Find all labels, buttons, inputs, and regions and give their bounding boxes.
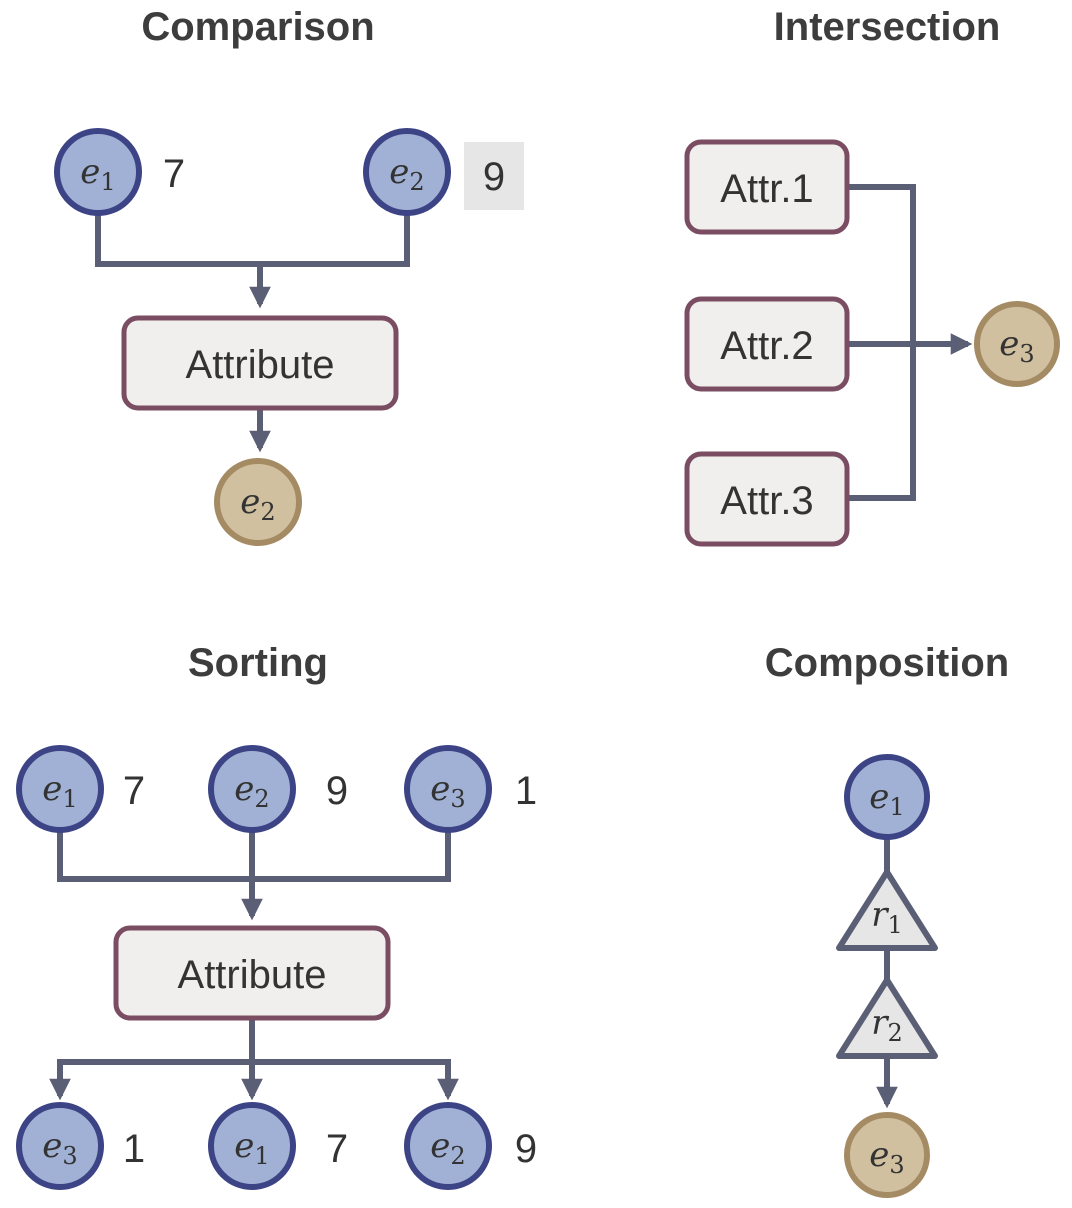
- entity-node: e3: [16, 1102, 104, 1190]
- node-subscript: 2: [409, 168, 424, 196]
- node-base: e: [430, 1126, 450, 1166]
- attribute-box-label: Attr.2: [720, 324, 813, 368]
- node-base: e: [389, 152, 409, 192]
- attribute-box: Attr.1: [684, 139, 850, 235]
- svg-text:e2: e2: [240, 482, 275, 526]
- svg-text:e3: e3: [42, 1126, 77, 1170]
- node-value-highlighted: 9: [483, 155, 505, 199]
- entity-node: e3: [404, 745, 492, 833]
- entity-node: e2: [404, 1102, 492, 1190]
- svg-text:e1: e1: [869, 777, 904, 821]
- node-base: e: [42, 769, 62, 809]
- relation-subscript: 1: [887, 911, 902, 939]
- svg-text:e2: e2: [430, 1126, 465, 1170]
- node-subscript: 3: [62, 1142, 77, 1170]
- svg-text:r1: r1: [871, 895, 903, 939]
- output-node: e2: [214, 458, 302, 546]
- intersection-panel: Intersection Attr.1 Attr.2 Attr.3 e3: [684, 5, 1060, 547]
- relation-triangle: r1: [836, 869, 938, 951]
- relation-base: r: [871, 895, 889, 935]
- entity-node: e1: [54, 128, 142, 216]
- attribute-box-label: Attribute: [178, 953, 327, 997]
- comparison-merge-edge: [95, 214, 410, 267]
- svg-text:e2: e2: [389, 152, 424, 196]
- entity-node: e2: [363, 128, 451, 216]
- node-subscript: 3: [1019, 340, 1034, 368]
- composition-title: Composition: [765, 641, 1009, 685]
- entity-node: e1: [208, 1102, 296, 1190]
- node-base: e: [42, 1126, 62, 1166]
- node-base: e: [234, 1126, 254, 1166]
- svg-text:e3: e3: [869, 1135, 904, 1179]
- node-base: e: [999, 324, 1019, 364]
- attribute-box-label: Attr.1: [720, 167, 813, 211]
- intersection-title: Intersection: [774, 5, 1001, 49]
- entity-node: e2: [208, 745, 296, 833]
- svg-text:e1: e1: [234, 1126, 269, 1170]
- node-value: 1: [515, 769, 537, 813]
- node-subscript: 1: [889, 793, 904, 821]
- node-subscript: 3: [889, 1151, 904, 1179]
- node-value: 7: [326, 1127, 348, 1171]
- node-base: e: [430, 769, 450, 809]
- node-value: 9: [515, 1127, 537, 1171]
- node-base: e: [869, 777, 889, 817]
- composition-panel: Composition e1 r1 r2 e3: [765, 641, 1009, 1198]
- entity-node: e1: [16, 745, 104, 833]
- svg-text:e1: e1: [42, 769, 77, 813]
- node-subscript: 2: [254, 785, 269, 813]
- node-subscript: 3: [450, 785, 465, 813]
- value-highlight: [464, 142, 524, 210]
- attribute-box: Attr.2: [684, 296, 850, 392]
- node-base: e: [869, 1135, 889, 1175]
- entity-node: e1: [844, 754, 930, 840]
- node-base: e: [234, 769, 254, 809]
- comparison-panel: Comparison e1 7 e2 9 Attribute e2: [54, 5, 524, 546]
- attribute-box-label: Attr.3: [720, 479, 813, 523]
- node-subscript: 2: [260, 498, 275, 526]
- attribute-box: Attribute: [121, 315, 399, 411]
- relation-base: r: [871, 1003, 889, 1043]
- node-subscript: 2: [450, 1142, 465, 1170]
- node-base: e: [240, 482, 260, 522]
- attribute-box: Attr.3: [684, 451, 850, 547]
- attribute-box-label: Attribute: [186, 343, 335, 387]
- node-subscript: 1: [254, 1142, 269, 1170]
- node-subscript: 1: [62, 785, 77, 813]
- relation-triangle: r2: [836, 977, 938, 1059]
- svg-text:e1: e1: [80, 152, 115, 196]
- svg-text:e2: e2: [234, 769, 269, 813]
- comparison-title: Comparison: [141, 5, 374, 49]
- svg-text:r2: r2: [871, 1003, 903, 1047]
- node-value: 7: [123, 769, 145, 813]
- output-node: e3: [974, 301, 1060, 387]
- node-value: 7: [163, 152, 185, 196]
- attribute-box: Attribute: [113, 925, 391, 1021]
- node-base: e: [80, 152, 100, 192]
- svg-text:e3: e3: [999, 324, 1034, 368]
- sorting-title: Sorting: [188, 641, 328, 685]
- relation-subscript: 2: [887, 1019, 902, 1047]
- svg-text:e3: e3: [430, 769, 465, 813]
- output-node: e3: [844, 1112, 930, 1198]
- node-value: 1: [123, 1127, 145, 1171]
- node-subscript: 1: [100, 168, 115, 196]
- node-value: 9: [326, 769, 348, 813]
- sorting-panel: Sorting e1 7 e2 9 e3 1 Attribute e3: [16, 641, 537, 1190]
